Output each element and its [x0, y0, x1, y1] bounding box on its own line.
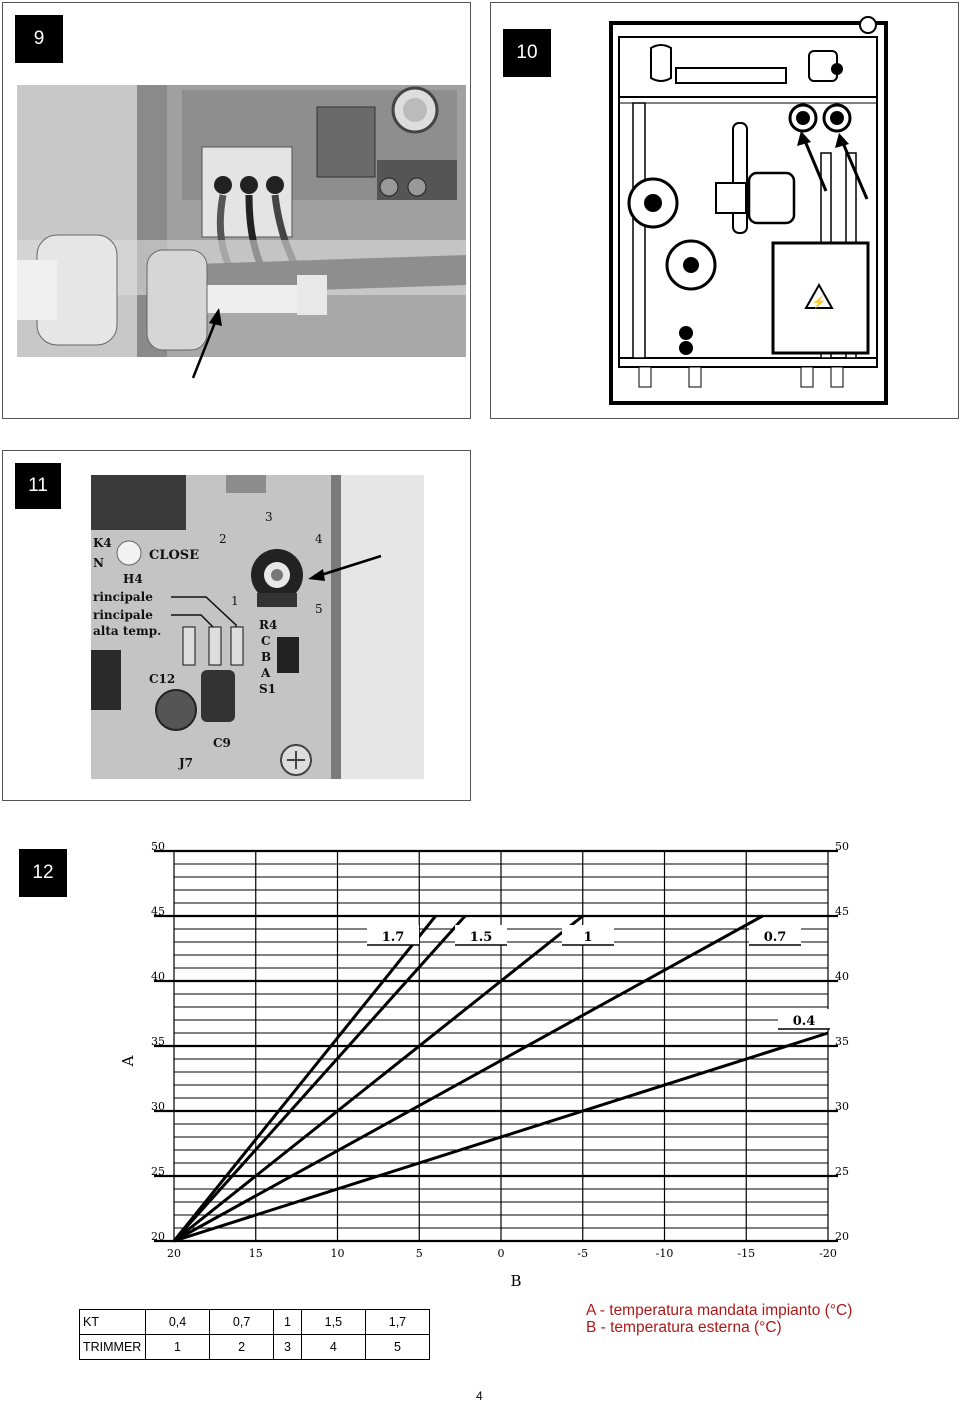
figure-9-number: 9	[15, 15, 63, 63]
series-label-box	[562, 925, 614, 945]
figure-9-arrow	[191, 308, 222, 379]
legend-b: B - temperatura esterna (°C)	[586, 1319, 782, 1336]
y-tick-label-left: 20	[151, 1230, 165, 1243]
legend-a: A - temperatura mandata impianto (°C)	[586, 1302, 853, 1319]
kt-cell: 0,4	[144, 1309, 211, 1335]
y-tick-label-left: 25	[151, 1165, 165, 1178]
series-label: 1.5	[470, 930, 493, 945]
kt-cell: 1,7	[364, 1309, 431, 1335]
x-tick-label: 10	[331, 1247, 345, 1260]
pcb-label-principale-1: rincipale	[93, 590, 153, 604]
pcb-label-a: A	[260, 666, 271, 680]
figure-9-photo	[17, 85, 466, 357]
series-label-box	[367, 925, 419, 945]
boiler-drawing: ⚡	[609, 16, 888, 405]
y-tick-label-right: 40	[835, 970, 849, 983]
x-tick-label: -20	[819, 1247, 837, 1260]
figure-11-photo: CLOSE K4 H4 N rincipale rincipale alta t…	[91, 475, 424, 779]
y-axis-label: A	[119, 1055, 137, 1067]
series-label-box	[455, 925, 507, 945]
figure-9-panel: 9	[2, 2, 471, 419]
figure-10-panel: 10 ⚡	[490, 2, 959, 419]
pcb-label-n: N	[93, 556, 104, 570]
legend: A - temperatura mandata impianto (°C) B …	[586, 1302, 852, 1336]
trimmer-mark-5: 5	[315, 602, 323, 616]
trimmer-row-label: TRIMMER	[79, 1334, 146, 1360]
y-tick-label-left: 50	[151, 840, 165, 853]
kt-row-label: KT	[79, 1309, 146, 1335]
kt-cell: 1,5	[300, 1309, 366, 1335]
x-tick-label: 5	[416, 1247, 423, 1260]
x-tick-label: 20	[167, 1247, 181, 1260]
y-tick-label-right: 30	[835, 1100, 849, 1113]
pcb-label-c: C	[261, 634, 271, 648]
series-label: 0.4	[793, 1014, 816, 1029]
pcb-label-s1: S1	[259, 682, 276, 696]
series-label: 1	[583, 930, 592, 945]
pcb-label-principale-2: rincipale	[93, 608, 153, 622]
x-tick-label: 0	[498, 1247, 505, 1260]
y-tick-label-left: 30	[151, 1100, 165, 1113]
y-tick-label-left: 40	[151, 970, 165, 983]
pcb-label-h4: H4	[123, 572, 143, 586]
pcb-label-c12: C12	[149, 672, 175, 686]
trimmer-cell: 2	[209, 1334, 275, 1360]
trimmer-cell: 1	[144, 1334, 211, 1360]
figure-11-arrow	[308, 554, 382, 581]
series-label-box	[778, 1009, 830, 1029]
x-tick-label: -10	[656, 1247, 674, 1260]
trimmer-cell: 5	[364, 1334, 431, 1360]
pcb-label-c9: C9	[213, 736, 231, 750]
pcb-label-k4: K4	[93, 536, 112, 550]
y-tick-label-right: 25	[835, 1165, 849, 1178]
table-row: TRIMMER 1 2 3 4 5	[79, 1334, 431, 1360]
trimmer-cell: 3	[273, 1334, 302, 1360]
x-tick-label: -5	[577, 1247, 588, 1260]
trimmer-cell: 4	[300, 1334, 366, 1360]
y-tick-label-right: 45	[835, 905, 849, 918]
series-line	[173, 914, 764, 1243]
trimmer-mark-3: 3	[265, 510, 273, 524]
kt-cell: 0,7	[209, 1309, 275, 1335]
pcb-label-b: B	[261, 650, 271, 664]
pcb-label-r4: R4	[259, 618, 277, 632]
x-tick-label: -15	[737, 1247, 755, 1260]
x-axis-label: B	[510, 1272, 521, 1290]
page-number: 4	[476, 1389, 483, 1403]
trimmer-mark-1: 1	[231, 594, 239, 608]
series-line	[172, 915, 437, 1242]
pcb-photo: CLOSE K4 H4 N rincipale rincipale alta t…	[91, 475, 424, 779]
trimmer-mark-4: 4	[315, 532, 323, 546]
y-tick-label-left: 35	[151, 1035, 165, 1048]
y-tick-label-right: 35	[835, 1035, 849, 1048]
figure-11-number: 11	[15, 463, 61, 509]
terminal-block-photo	[17, 85, 466, 357]
table-row: KT 0,4 0,7 1 1,5 1,7	[79, 1309, 431, 1335]
pcb-label-j7: J7	[178, 756, 193, 770]
series-label: 0.7	[764, 930, 787, 945]
series-label-box	[749, 925, 801, 945]
figure-11-panel: 11 CLOSE K4 H4 N rincipale rincipale alt…	[2, 450, 471, 801]
figure-12-number: 12	[19, 849, 67, 897]
figure-10-number: 10	[503, 29, 551, 77]
trimmer-mark-2: 2	[219, 532, 227, 546]
y-tick-label-right: 50	[835, 840, 849, 853]
series-line	[173, 1031, 829, 1243]
y-tick-label-right: 20	[835, 1230, 849, 1243]
y-tick-label-left: 45	[151, 905, 165, 918]
svg-text:⚡: ⚡	[812, 295, 827, 309]
pcb-label-alta-temp: alta temp.	[93, 624, 161, 638]
series-line	[173, 914, 584, 1243]
series-line	[172, 914, 467, 1243]
pcb-label-close: CLOSE	[149, 548, 199, 563]
kt-cell: 1	[273, 1309, 302, 1335]
series-label: 1.7	[382, 930, 405, 945]
x-tick-label: 15	[249, 1247, 263, 1260]
kt-trimmer-table: KT 0,4 0,7 1 1,5 1,7 TRIMMER 1 2 3 4 5	[79, 1309, 431, 1360]
